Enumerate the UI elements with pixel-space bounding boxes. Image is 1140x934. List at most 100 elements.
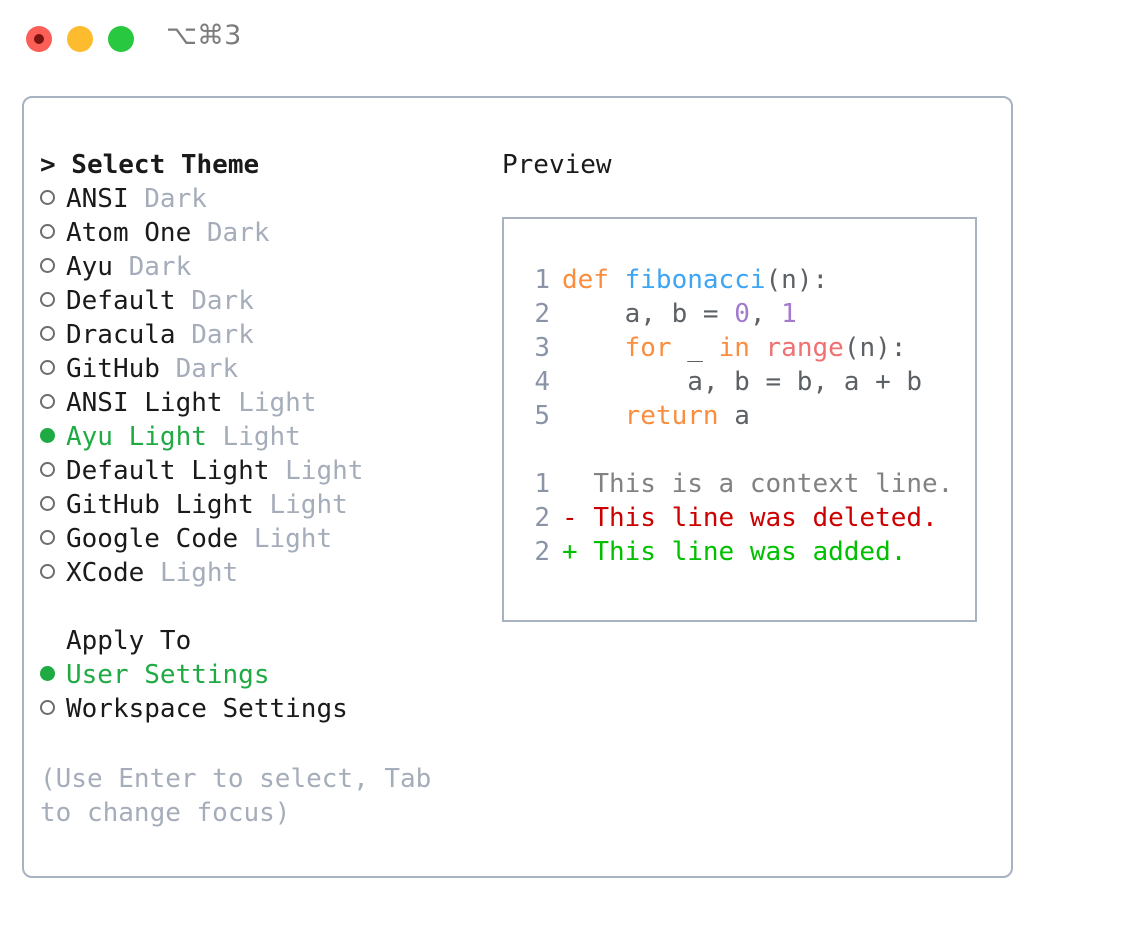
radio-glyph (40, 666, 55, 681)
diff-line-del: 2- This line was deleted. (522, 501, 953, 535)
label-spacer (254, 488, 270, 522)
label-spacer (129, 182, 145, 216)
diff-marker-gap (578, 469, 594, 499)
theme-option-github[interactable]: GitHub Dark (40, 352, 480, 386)
diff-marker-gap (578, 537, 594, 567)
radio-glyph (40, 224, 55, 239)
radio-glyph (40, 394, 55, 409)
radio-unselected-icon (40, 556, 66, 590)
theme-option-label: Google Code (66, 524, 239, 554)
keyboard-hint-text: (Use Enter to select, Tab to change focu… (40, 764, 447, 828)
theme-option-tag: Dark (128, 252, 192, 282)
radio-glyph (40, 530, 55, 545)
theme-option-ayu[interactable]: Ayu Dark (40, 250, 480, 284)
theme-option-default[interactable]: Default Dark (40, 284, 480, 318)
diff-marker: - (562, 503, 578, 533)
code-token-punc: (n): (765, 265, 829, 295)
diff-marker (562, 469, 578, 499)
apply-to-option-label: User Settings (66, 660, 270, 690)
minimize-button[interactable] (67, 26, 93, 52)
code-line: 2 a, b = 0, 1 (522, 297, 953, 331)
theme-option-label: XCode (66, 558, 145, 588)
theme-option-xcode[interactable]: XCode Light (40, 556, 480, 590)
zoom-button[interactable] (108, 26, 134, 52)
diff-text: This line was deleted. (593, 503, 938, 533)
code-token-num: 0 (734, 299, 750, 329)
diff-marker: + (562, 537, 578, 567)
radio-selected-icon (40, 658, 66, 692)
radio-unselected-icon (40, 284, 66, 318)
radio-glyph (40, 258, 55, 273)
theme-option-dracula[interactable]: Dracula Dark (40, 318, 480, 352)
radio-selected-icon (40, 420, 66, 454)
theme-option-tag: Dark (191, 286, 254, 316)
theme-option-label: Default Light (66, 456, 270, 486)
close-button[interactable] (26, 26, 52, 52)
radio-glyph (40, 360, 55, 375)
code-token-punc (750, 333, 766, 363)
preview-title: Preview (502, 150, 612, 180)
column-spacer (40, 590, 480, 624)
theme-option-tag: Light (285, 456, 364, 486)
radio-glyph (40, 462, 55, 477)
code-token-kw: for (624, 333, 672, 363)
line-number: 1 (534, 265, 550, 295)
theme-option-label: Ayu (66, 252, 113, 282)
code-token-kw: def (562, 265, 609, 295)
theme-option-tag: Light (159, 558, 239, 588)
theme-option-ayu-light[interactable]: Ayu Light Light (40, 420, 480, 454)
line-number: 3 (534, 333, 550, 363)
line-number: 5 (534, 401, 550, 431)
code-token-var: a, b = (562, 299, 735, 329)
code-token-punc (562, 401, 625, 431)
theme-option-tag: Light (253, 524, 333, 554)
code-token-var: a, b = b, a + b (562, 367, 923, 397)
label-spacer (207, 420, 223, 454)
radio-unselected-icon (40, 522, 66, 556)
diff-marker-gap (578, 503, 594, 533)
code-token-bi: range (765, 333, 844, 363)
code-token-kw: in (718, 333, 750, 363)
keyboard-shortcut-label: ⌥⌘3 (166, 20, 242, 51)
theme-option-ansi-light[interactable]: ANSI Light Light (40, 386, 480, 420)
line-number: 2 (534, 503, 550, 533)
theme-option-tag: Dark (175, 354, 239, 384)
code-token-punc (609, 265, 625, 295)
theme-option-label: Dracula (66, 320, 176, 350)
line-number: 2 (534, 537, 550, 567)
line-number: 2 (534, 299, 550, 329)
radio-unselected-icon (40, 182, 66, 216)
code-token-num: 1 (781, 299, 797, 329)
theme-option-github-light[interactable]: GitHub Light Light (40, 488, 480, 522)
theme-option-tag: Light (269, 490, 348, 520)
label-spacer (176, 284, 192, 318)
code-token-punc: (n): (843, 333, 907, 363)
theme-option-label: GitHub Light (66, 490, 254, 520)
traffic-light-buttons (26, 26, 134, 52)
label-spacer (270, 454, 286, 488)
code-token-kw: return (624, 401, 719, 431)
radio-unselected-icon (40, 692, 66, 726)
theme-option-tag: Dark (206, 218, 270, 248)
theme-option-tag: Dark (144, 184, 207, 214)
radio-glyph (40, 292, 55, 307)
theme-option-tag: Dark (191, 320, 254, 350)
theme-option-atom-one[interactable]: Atom One Dark (40, 216, 480, 250)
code-blank-line (522, 433, 953, 467)
radio-unselected-icon (40, 318, 66, 352)
theme-option-default-light[interactable]: Default Light Light (40, 454, 480, 488)
title-bar: ⌥⌘3 (0, 0, 1140, 78)
theme-option-google-code[interactable]: Google Code Light (40, 522, 480, 556)
apply-to-option-workspace-settings[interactable]: Workspace Settings (40, 692, 480, 726)
line-number: 1 (534, 469, 550, 499)
theme-option-ansi[interactable]: ANSI Dark (40, 182, 480, 216)
radio-glyph (40, 700, 55, 715)
apply-to-option-user-settings[interactable]: User Settings (40, 658, 480, 692)
diff-line-ctx: 1 This is a context line. (522, 467, 953, 501)
line-number: 4 (534, 367, 550, 397)
diff-text: This is a context line. (593, 469, 954, 499)
theme-option-label: GitHub (66, 354, 160, 384)
